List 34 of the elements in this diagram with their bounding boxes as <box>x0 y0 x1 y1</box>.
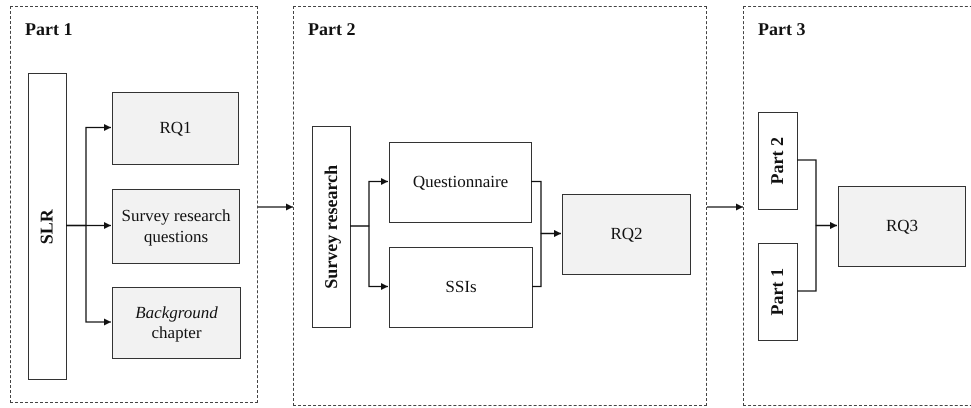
process-box <box>312 126 351 328</box>
arrow <box>532 230 561 288</box>
box-label: Part 1 <box>767 268 788 316</box>
process-box <box>758 243 798 341</box>
group-title: Part 3 <box>758 19 806 40</box>
dashed-group-frame <box>743 6 971 406</box>
group-title: Part 1 <box>25 19 72 40</box>
process-box <box>389 142 532 223</box>
arrow <box>258 204 293 210</box>
process-box <box>838 186 966 267</box>
dashed-group-frame <box>293 6 707 406</box>
box-label: RQ2 <box>610 224 643 245</box>
process-box <box>28 73 67 380</box>
process-box <box>758 112 798 210</box>
box-label: SSIs <box>445 277 477 298</box>
arrow <box>797 222 837 292</box>
process-box <box>562 194 691 275</box>
dashed-group-frame <box>10 6 258 403</box>
group-title: Part 2 <box>308 19 356 40</box>
box-label: Survey research questions <box>120 206 232 247</box>
box-label: Questionnaire <box>412 172 508 193</box>
process-box <box>112 287 241 359</box>
arrow <box>707 204 743 210</box>
box-label: Survey research <box>320 165 342 289</box>
process-box <box>112 189 240 264</box>
box-label: Part 2 <box>767 137 788 185</box>
process-box <box>389 247 533 328</box>
box-label: Background chapter <box>134 302 219 344</box>
arrow <box>66 224 111 326</box>
box-label: RQ3 <box>886 216 918 237</box>
box-label: SLR <box>36 209 58 244</box>
arrow <box>350 225 388 290</box>
process-box <box>112 92 239 165</box>
box-label: RQ1 <box>159 118 192 139</box>
